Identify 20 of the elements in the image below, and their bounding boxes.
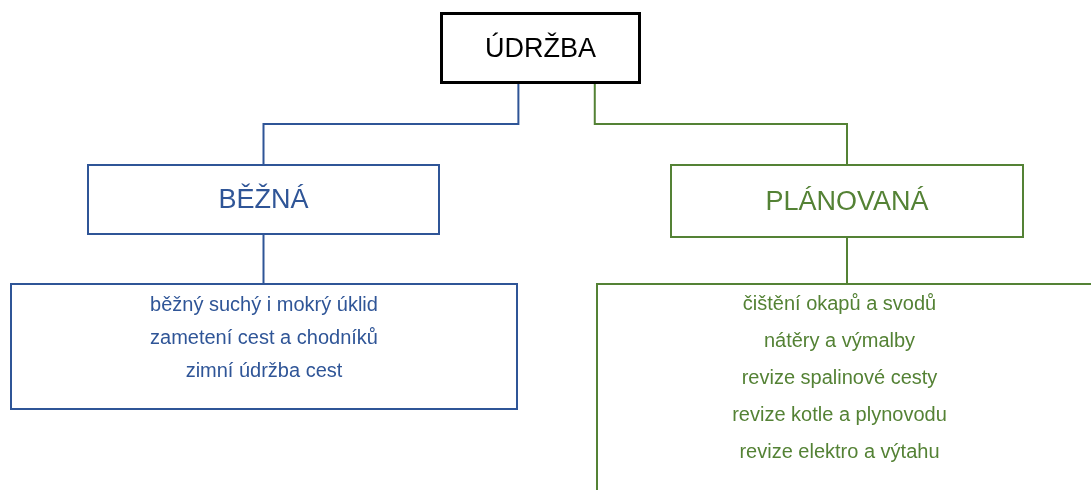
connector-line [262,234,265,284]
list-item-text: revize spalinové cesty [741,367,938,387]
category-box [670,164,1024,238]
heading-text: ÚDRŽBA [485,31,596,65]
list-item-text: čištění okapů a svodů [742,293,937,313]
category-box [10,283,518,410]
list-item-text: běžný suchý i mokrý úklid [150,294,378,314]
list-item-text: zimní údržba cest [185,360,343,380]
connector-line [593,83,848,165]
connector-line [262,83,520,165]
heading-text: BĚŽNÁ [218,183,309,216]
heading-text: PLÁNOVANÁ [765,184,929,218]
category-box [87,164,440,235]
list-item-text: revize elektro a výtahu [739,441,940,461]
list-item-text: zametení cest a chodníků [150,327,378,347]
list-item-text: nátěry a výmalby [763,330,916,350]
connector-line [846,237,848,284]
root-box [440,12,641,84]
list-item-text: revize kotle a plynovodu [732,404,947,424]
category-box [596,283,1091,490]
